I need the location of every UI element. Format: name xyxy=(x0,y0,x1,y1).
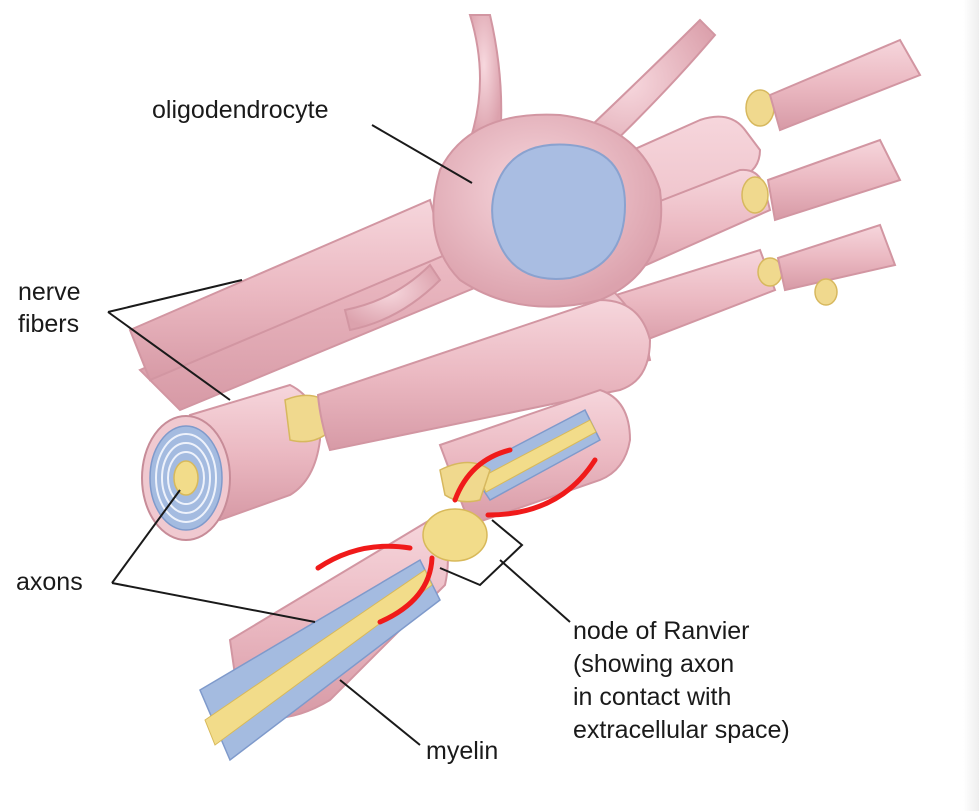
node-bracket xyxy=(439,519,524,587)
label-node-line-3: in contact with xyxy=(573,683,732,711)
fiber-middle xyxy=(316,298,652,452)
leader-axon-1 xyxy=(111,489,181,584)
leader-myelin xyxy=(339,679,421,746)
label-node-line-1: node of Ranvier xyxy=(573,617,750,645)
red-mark-1 xyxy=(315,543,413,571)
red-annotations xyxy=(315,447,598,625)
leader-lines xyxy=(107,124,571,746)
oligodendrocyte-cell xyxy=(432,113,663,308)
leader-nerve-fiber-1 xyxy=(107,279,243,313)
label-node-line-2: (showing axon xyxy=(573,650,735,678)
axon-cross-section xyxy=(173,460,199,496)
nucleus xyxy=(491,143,627,280)
label-node-line-4: extracellular space) xyxy=(573,716,790,744)
red-mark-4 xyxy=(485,457,598,518)
background-edge xyxy=(900,0,979,811)
axon-exposed xyxy=(204,569,433,746)
leader-node xyxy=(499,559,571,623)
red-mark-2 xyxy=(377,555,435,625)
label-myelin: myelin xyxy=(426,737,499,765)
label-axons: axons xyxy=(16,568,83,596)
fiber-cross-section xyxy=(141,383,322,541)
label-oligodendrocyte: oligodendrocyte xyxy=(152,96,329,124)
leader-axon-2 xyxy=(111,582,316,623)
leader-oligodendrocyte xyxy=(371,124,473,184)
label-fibers: fibers xyxy=(18,310,80,338)
node-of-ranvier xyxy=(422,508,488,562)
leader-nerve-fiber-2 xyxy=(107,311,231,401)
red-mark-3 xyxy=(452,447,513,503)
fiber-lower xyxy=(199,388,632,762)
label-nerve: nerve xyxy=(18,278,81,306)
